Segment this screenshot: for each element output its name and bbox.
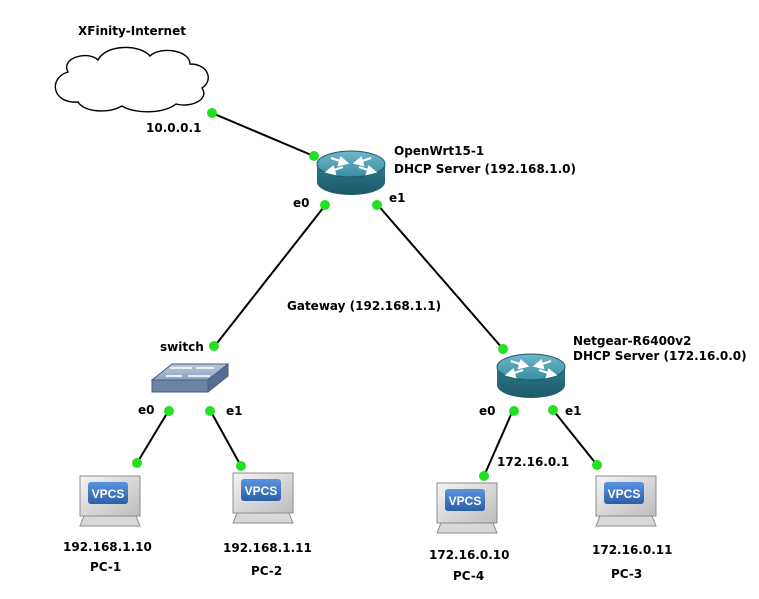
port-dot [509,406,519,416]
router2-role-label: DHCP Server (172.16.0.0) [573,349,747,363]
pc1-ip-label: 192.168.1.10 [63,540,152,554]
pc1-name-label: PC-1 [90,560,122,574]
switch-port-e0-label: e0 [138,403,155,417]
router2-gateway-ip-label: 172.16.0.1 [497,455,570,469]
pc3-name-label: PC-3 [611,567,643,581]
router-icon[interactable] [316,150,386,195]
port-dot [479,471,489,481]
pc2-ip-label: 192.168.1.11 [223,541,312,555]
link-router2-pc4 [483,409,514,477]
pc4-name-label: PC-4 [453,569,485,583]
port-dot [236,461,246,471]
pc-icon[interactable]: VPCS [436,482,498,534]
switch-name-label: switch [160,340,204,354]
port-dot [372,200,382,210]
pc4-ip-label: 172.16.0.10 [429,548,510,562]
router-icon[interactable] [496,353,566,398]
vpcs-badge-text: VPCS [449,494,482,508]
cloud-name-label: XFinity-Internet [78,24,186,38]
links [136,112,598,477]
vpcs-badge [445,489,485,511]
port-dot [207,108,217,118]
vpcs-badge-text: VPCS [92,487,125,501]
cloud-icon[interactable] [54,46,209,113]
router2-name-label: Netgear-R6400v2 [573,334,692,348]
pc3-ip-label: 172.16.0.11 [592,543,673,557]
port-dot [320,200,330,210]
link-switch-pc1 [136,409,170,464]
switch-port-e1-label: e1 [226,404,243,418]
port-dot [309,151,319,161]
port-dot [548,405,558,415]
vpcs-badge [88,482,128,504]
router2-port-e0-label: e0 [479,404,496,418]
link-cloud-router1 [211,112,317,158]
port-dot [498,344,508,354]
port-status-dots [132,108,602,481]
router2-port-e1-label: e1 [565,404,582,418]
link-switch-pc2 [209,409,242,467]
vpcs-badge-text: VPCS [608,487,641,501]
gateway-label: Gateway (192.168.1.1) [287,299,442,313]
pc-icon[interactable]: VPCS [79,475,141,527]
port-dot [205,406,215,416]
link-router1-switch [213,202,328,348]
cloud-ip-label: 10.0.0.1 [146,121,202,135]
port-dot [164,406,174,416]
pc2-name-label: PC-2 [251,564,283,578]
router1-port-e0-label: e0 [293,196,310,210]
pc-icon[interactable]: VPCS [232,472,294,524]
port-dot [209,341,219,351]
router1-name-label: OpenWrt15-1 [394,144,485,158]
switch-icon[interactable] [150,362,230,394]
router1-port-e1-label: e1 [389,191,406,205]
router1-role-label: DHCP Server (192.168.1.0) [394,162,576,176]
vpcs-badge-text: VPCS [245,484,278,498]
vpcs-badge [241,479,281,501]
link-router2-pc3 [552,409,598,466]
link-router1-router2 [375,202,504,350]
port-dot [132,458,142,468]
port-dot [592,460,602,470]
pc-icon[interactable]: VPCS [595,475,657,527]
vpcs-badge [604,482,644,504]
